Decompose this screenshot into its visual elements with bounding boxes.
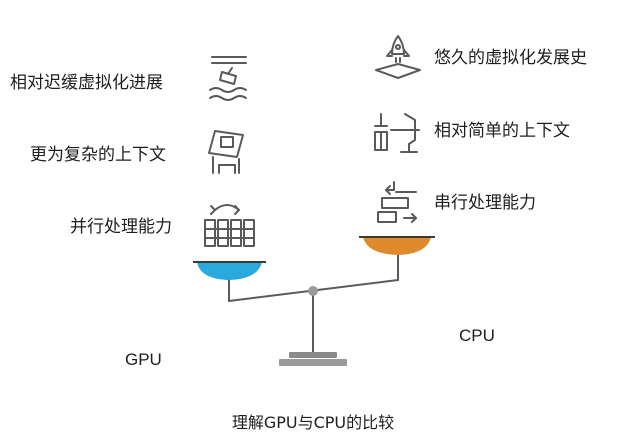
cpu-label: CPU	[459, 326, 495, 345]
cpu-feature-3: 串行处理能力	[434, 193, 536, 213]
cpu-pan	[363, 237, 431, 255]
gpu-feature-2: 更为复杂的上下文	[30, 145, 166, 165]
cpu-feature-2: 相对简单的上下文	[434, 121, 570, 141]
diagram-title: 理解GPU与CPU的比较	[231, 413, 395, 432]
parallel-grid-icon	[204, 204, 255, 247]
cpu-feature-1: 悠久的虚拟化发展史	[434, 48, 587, 68]
scale-base-bottom	[279, 359, 347, 366]
serial-steps-icon	[377, 181, 417, 223]
gpu-label: GPU	[125, 350, 162, 369]
gpu-pan	[197, 262, 262, 280]
simple-desk-icon	[374, 113, 420, 153]
scale-base-top	[289, 352, 337, 358]
drafting-table-icon	[208, 130, 244, 174]
gpu-feature-3: 并行处理能力	[70, 217, 172, 237]
gpu-feature-1: 相对迟缓虚拟化进展	[10, 73, 163, 93]
rocket-launch-icon	[375, 35, 421, 79]
sinking-ship-icon	[209, 56, 247, 101]
scale-pivot	[308, 286, 318, 296]
